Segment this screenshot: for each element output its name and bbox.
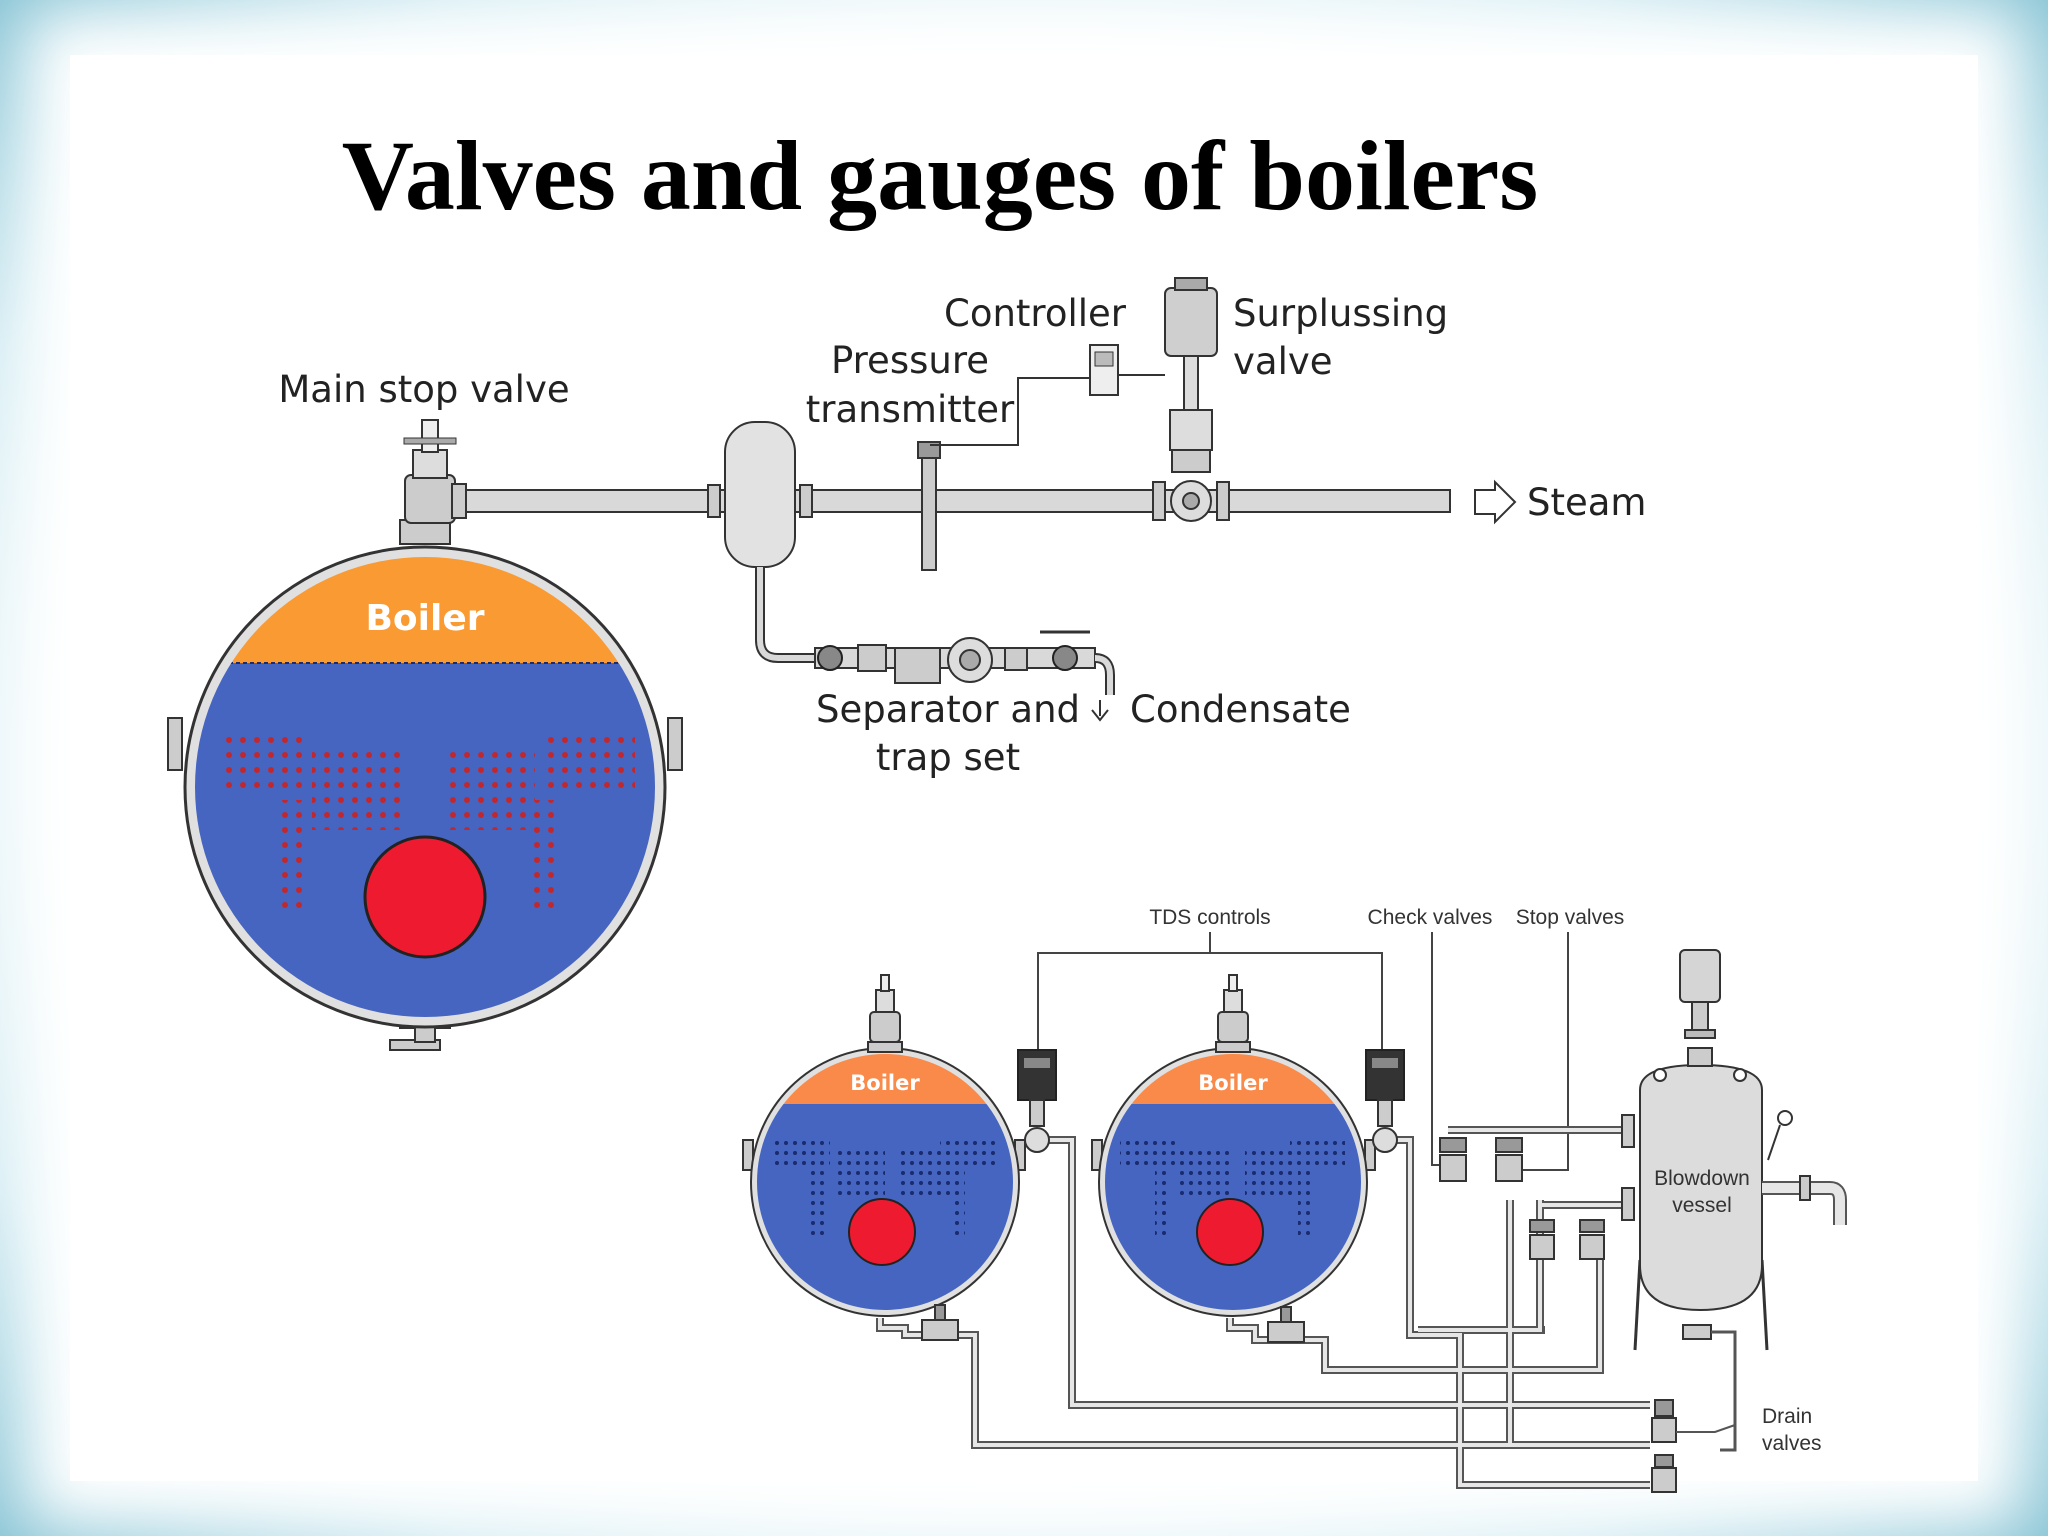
tube-bank <box>282 800 310 910</box>
blowdown-label-line2: vessel <box>1672 1194 1732 1217</box>
blowdown-vessel: Blowdown vessel <box>1621 949 1847 1452</box>
furnace-tube <box>363 835 487 959</box>
surplussing-label-line1: Surplussing <box>1233 292 1448 335</box>
condensate-arrow-icon <box>1091 700 1109 722</box>
diagram-bottom: TDS controls Check valves Stop valves <box>742 906 1847 1493</box>
check-and-stop-valves <box>1439 1137 1605 1260</box>
diagram-top: Boiler Main stop valve <box>167 277 1646 1051</box>
boiler-a-label: Boiler <box>850 1071 920 1095</box>
controller: Controller <box>944 292 1165 396</box>
tube-bank <box>530 800 558 910</box>
check-valves-label: Check valves <box>1368 906 1493 929</box>
separator-label-line1: Separator and <box>816 688 1080 731</box>
main-stop-valve-label: Main stop valve <box>278 368 569 411</box>
stop-valves-label: Stop valves <box>1516 906 1625 929</box>
drain-valves: Drain valves <box>1651 1399 1822 1493</box>
controller-label: Controller <box>944 292 1127 335</box>
main-stop-valve: Main stop valve <box>278 368 570 545</box>
small-boiler-b: Boiler <box>1091 974 1405 1343</box>
tube-bank <box>445 750 535 830</box>
boiler-b-label: Boiler <box>1198 1071 1268 1095</box>
steam-main-pipe <box>464 489 1451 513</box>
steam-label: Steam <box>1527 481 1646 524</box>
surplussing-valve: Surplussing valve <box>1152 277 1448 522</box>
trap-set: Separator and trap set Condensate <box>814 630 1351 779</box>
tds-controls-label: TDS controls <box>1149 906 1270 929</box>
large-boiler: Boiler <box>167 545 683 1051</box>
boiler-label: Boiler <box>365 598 484 639</box>
steam-arrow-icon <box>1474 479 1517 525</box>
drain-label-line1: Drain <box>1762 1405 1812 1428</box>
tube-bank <box>545 730 635 790</box>
tube-bank <box>312 750 402 830</box>
surplussing-label-line2: valve <box>1233 340 1333 383</box>
slide-title: Valves and gauges of boilers <box>341 120 1539 231</box>
tube-bank <box>218 730 308 790</box>
pressure-label-line2: transmitter <box>806 388 1015 431</box>
small-boiler-a: Boiler <box>742 974 1057 1341</box>
pressure-label-line1: Pressure <box>831 339 989 382</box>
condensate-label: Condensate <box>1130 688 1351 731</box>
pressure-transmitter: Pressure transmitter <box>806 339 1095 571</box>
drain-label-line2: valves <box>1762 1432 1822 1455</box>
separator-label-line2: trap set <box>876 736 1020 779</box>
blowdown-label-line1: Blowdown <box>1654 1167 1750 1190</box>
steam-outlet: Steam <box>1474 479 1646 525</box>
separator <box>707 421 820 663</box>
